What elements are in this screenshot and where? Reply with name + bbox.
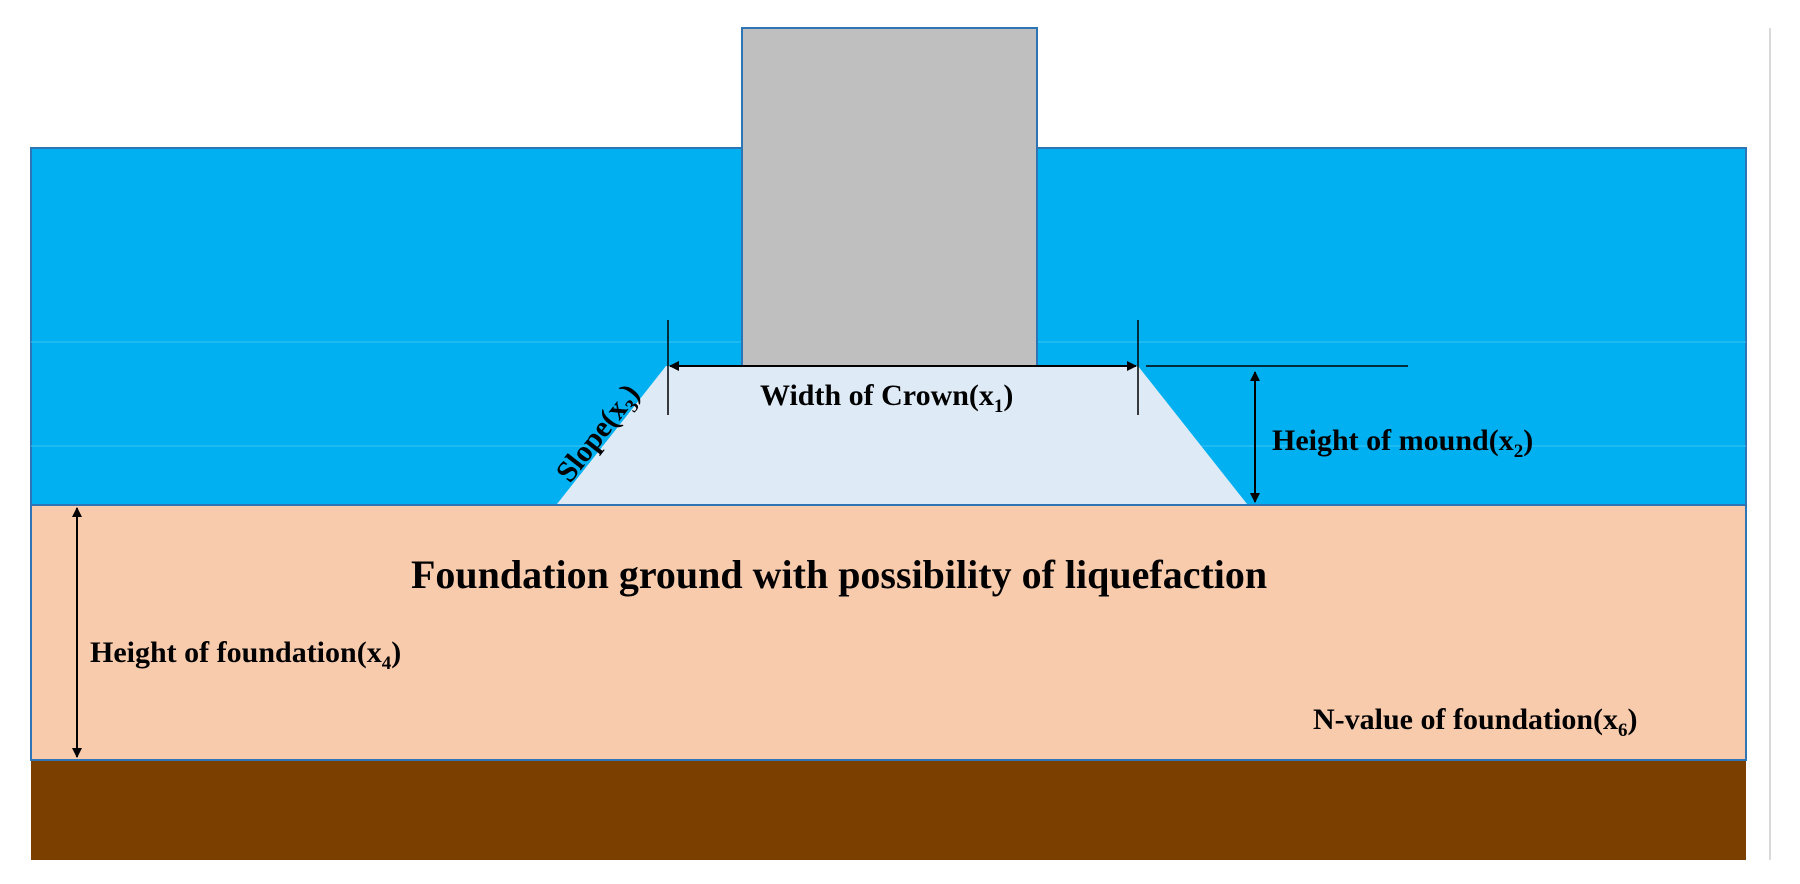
foundation-title: Foundation ground with possibility of li… [411,552,1267,597]
rubble-mound [557,366,1247,504]
mound-height-label: Height of mound(x2) [1272,424,1533,462]
crown-width-label: Width of Crown(x1) [760,379,1013,417]
caisson [741,27,1038,367]
foundation-height-label: Height of foundation(x4) [90,636,401,674]
n-value-label: N-value of foundation(x6) [1313,703,1638,741]
bedrock-layer [31,760,1746,860]
foundation-layer [30,504,1747,761]
